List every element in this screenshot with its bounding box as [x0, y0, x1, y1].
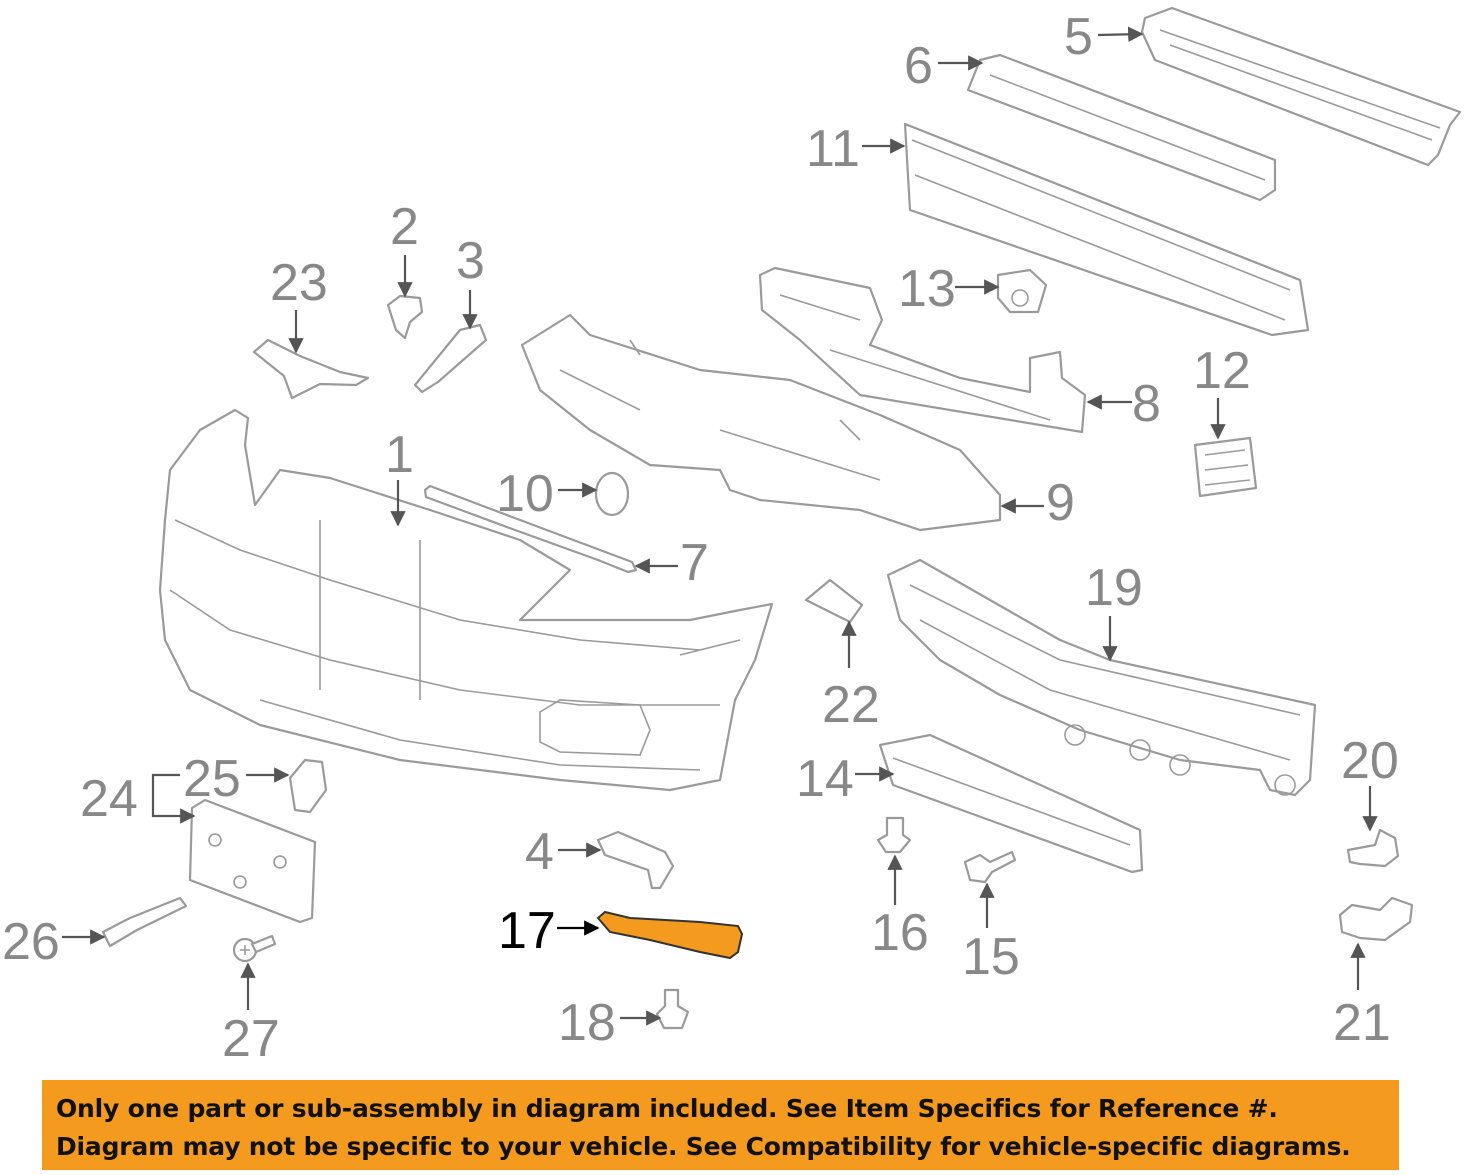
part-21-clip [1338, 896, 1414, 942]
callout-14: 14 [796, 750, 854, 808]
callout-26: 26 [2, 913, 60, 971]
disclaimer-line-1: Only one part or sub-assembly in diagram… [56, 1094, 1278, 1123]
part-26-rivet [101, 896, 188, 948]
callout-24: 24 [80, 770, 138, 828]
leader-lines [62, 26, 1378, 1026]
callout-16: 16 [871, 904, 929, 962]
callout-27: 27 [222, 1010, 280, 1068]
part-9-absorber [520, 313, 1002, 532]
callout-18: 18 [558, 994, 616, 1052]
callout-13: 13 [898, 260, 956, 318]
callout-23: 23 [270, 254, 328, 312]
callout-5: 5 [1064, 8, 1093, 66]
callout-8: 8 [1132, 375, 1161, 433]
part-6-rail [966, 53, 1277, 202]
callout-3: 3 [456, 232, 485, 290]
part-11-impact-bar [903, 122, 1310, 337]
part-14-lower-bracket [878, 733, 1144, 874]
part-27-screw [232, 934, 277, 963]
callout-10: 10 [496, 465, 554, 523]
part-16-bolt [876, 816, 912, 854]
callout-19: 19 [1085, 559, 1143, 617]
callout-6: 6 [904, 37, 933, 95]
callout-9: 9 [1046, 474, 1075, 532]
part-23-emblem [252, 338, 370, 400]
part-4-bracket [596, 830, 675, 890]
callout-17: 17 [498, 902, 556, 960]
part-13-bracket [996, 268, 1048, 314]
callout-2: 2 [390, 198, 419, 256]
part-22-clip [804, 578, 864, 624]
part-24-plate-bracket [188, 798, 317, 924]
callout-20: 20 [1341, 732, 1399, 790]
part-10-plug [594, 471, 630, 517]
part-8-deflector [758, 266, 1087, 434]
part-25-plug [288, 758, 328, 814]
callout-15: 15 [962, 928, 1020, 986]
callout-7: 7 [680, 534, 709, 592]
part-20-pin [1346, 828, 1400, 868]
callout-12: 12 [1193, 342, 1251, 400]
part-15-bolt [963, 850, 1017, 884]
callout-22: 22 [822, 676, 880, 734]
callout-1: 1 [385, 426, 414, 484]
part-17-deflector [596, 910, 744, 960]
part-19-support [886, 558, 1317, 797]
callout-21: 21 [1333, 994, 1391, 1052]
part-18-bolt [655, 988, 690, 1030]
disclaimer-line-2: Diagram may not be specific to your vehi… [56, 1132, 1351, 1161]
part-2-clip [386, 294, 424, 340]
callout-25: 25 [183, 750, 241, 808]
callout-labels: 5 6 11 13 8 12 9 10 2 3 23 1 7 22 19 14 … [2, 8, 1399, 1068]
part-3-bracket [413, 323, 488, 394]
part-1-bumper-cover [158, 408, 774, 792]
part-5-upper-rail [1140, 6, 1462, 167]
disclaimer-banner: Only one part or sub-assembly in diagram… [42, 1080, 1399, 1170]
callout-4: 4 [525, 823, 554, 881]
part-12-clip [1193, 436, 1258, 498]
callout-11: 11 [806, 120, 860, 178]
